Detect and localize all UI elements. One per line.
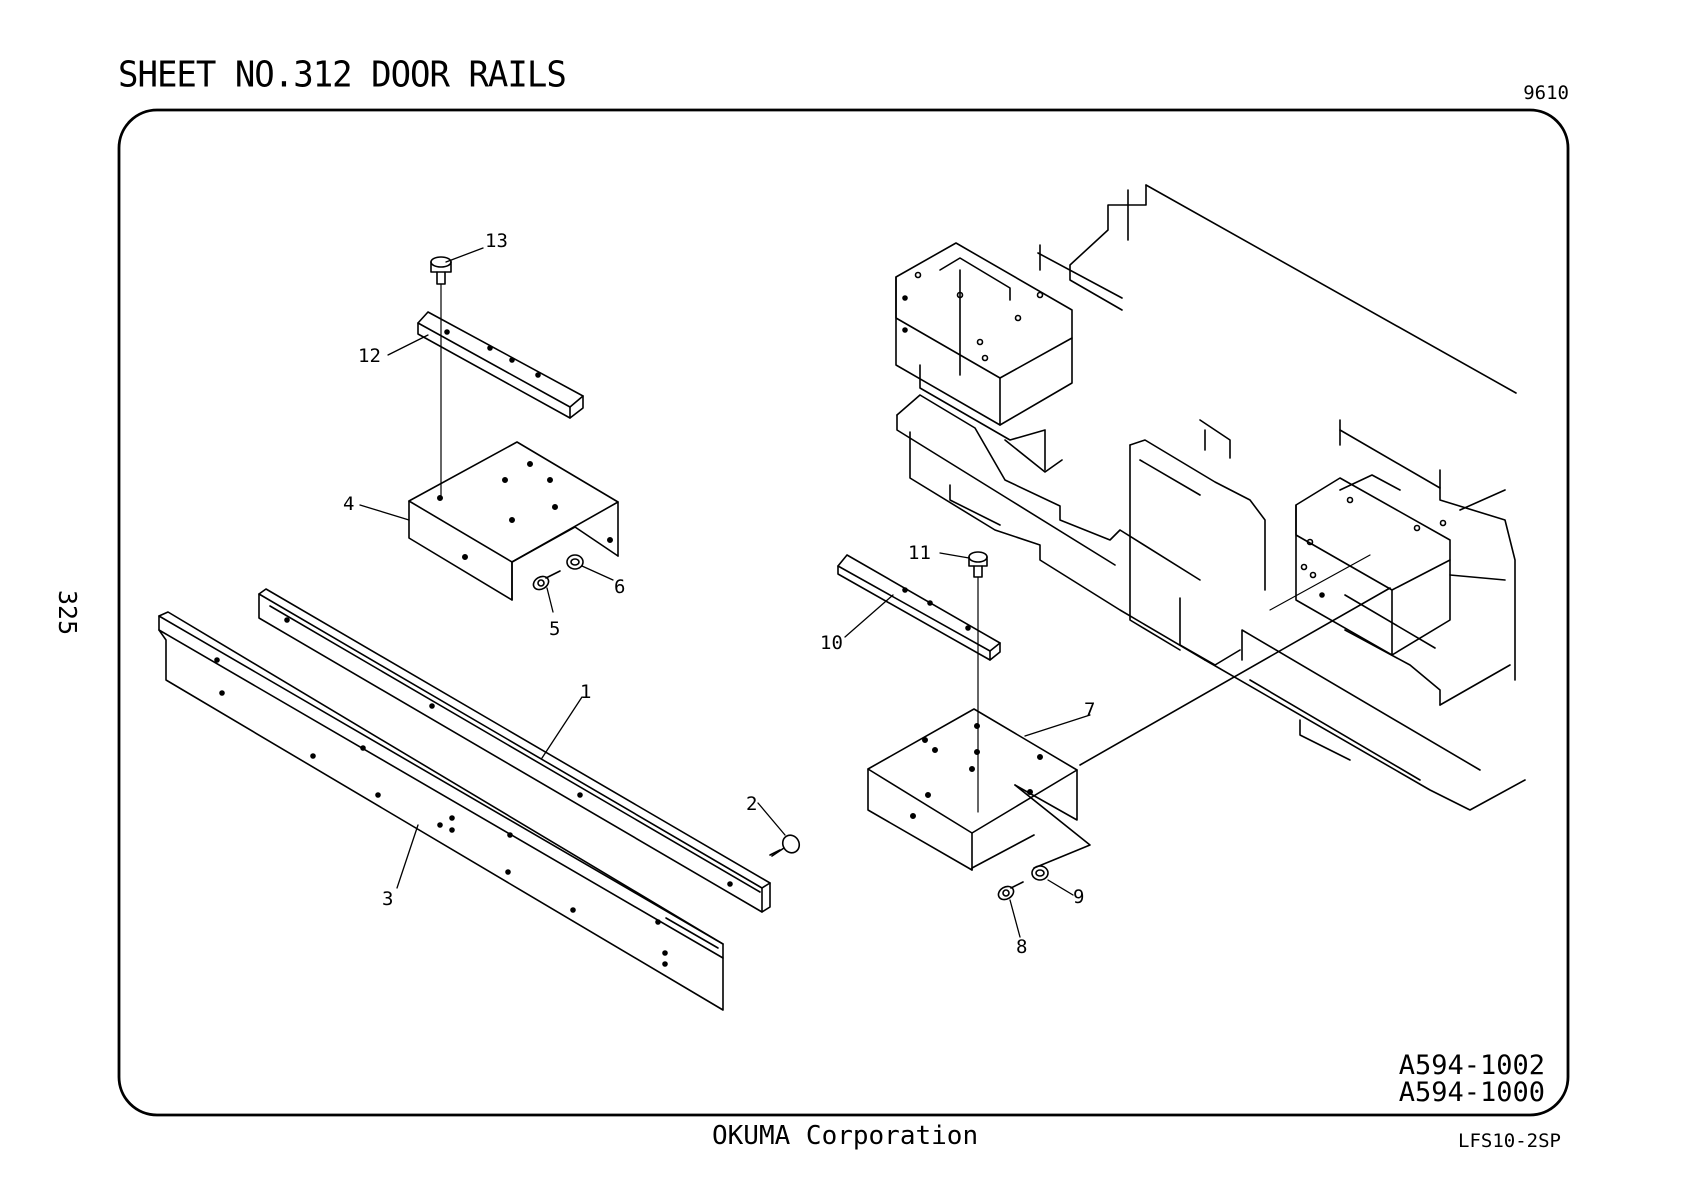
callout-9: 9 <box>1073 886 1084 908</box>
callout-11: 11 <box>908 542 931 564</box>
callout-12: 12 <box>358 345 381 367</box>
part-5-bolt <box>531 571 560 592</box>
part-13-bolt <box>431 257 451 498</box>
part-8-bolt <box>996 882 1023 902</box>
part-7-box-bracket <box>868 709 1090 870</box>
part-1-rail <box>259 589 770 912</box>
callout-13: 13 <box>485 230 508 252</box>
callout-6: 6 <box>614 576 625 598</box>
callout-8: 8 <box>1016 936 1027 958</box>
part-11-bolt <box>969 552 987 812</box>
part-4-box-bracket <box>409 442 618 600</box>
callout-4: 4 <box>343 493 354 515</box>
part-10-angle-bracket <box>838 555 1000 660</box>
part-12-angle-bracket <box>418 312 583 418</box>
part-3-cover-plate <box>159 612 723 1010</box>
callout-10: 10 <box>820 632 843 654</box>
callout-7: 7 <box>1084 699 1095 721</box>
callout-2: 2 <box>746 793 757 815</box>
drawing-frame <box>119 110 1568 1115</box>
callout-5: 5 <box>549 618 560 640</box>
machine-assembly <box>896 185 1525 810</box>
part-9-washer <box>1032 866 1048 880</box>
part-2-screw <box>770 832 802 856</box>
callout-1: 1 <box>580 681 591 703</box>
part-6-washer <box>567 555 583 569</box>
callout-labels: 13 12 4 5 6 1 2 3 10 11 7 8 9 <box>343 230 1095 958</box>
callout-3: 3 <box>382 888 393 910</box>
